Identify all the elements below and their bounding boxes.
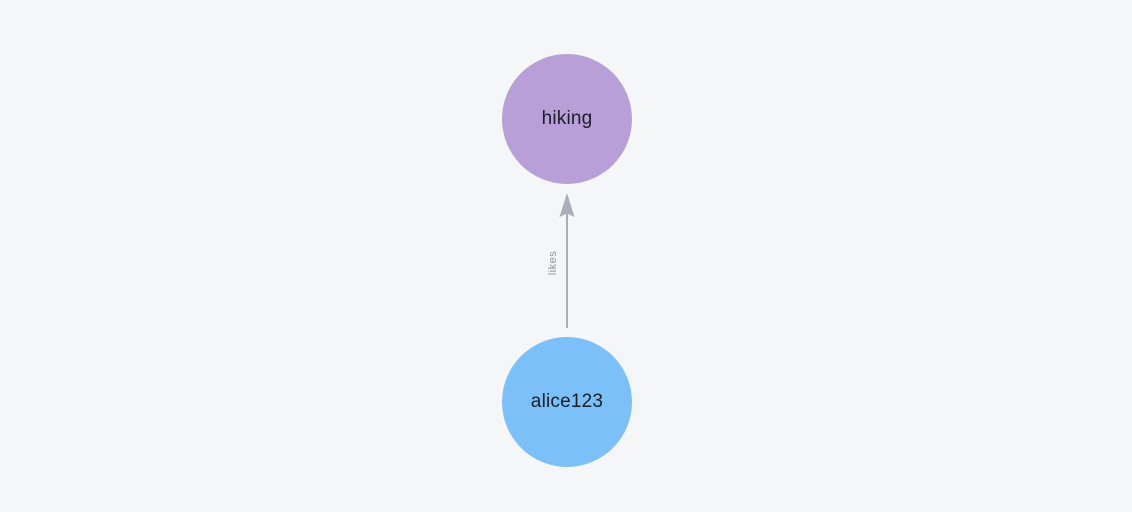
- node-label-alice123: alice123: [530, 391, 604, 412]
- node-hiking[interactable]: hiking: [502, 54, 632, 184]
- node-alice123[interactable]: alice123: [502, 337, 632, 467]
- arrowhead-icon: [559, 193, 575, 217]
- edge-label-likes: likes: [547, 250, 559, 276]
- node-label-hiking: hiking: [541, 108, 593, 129]
